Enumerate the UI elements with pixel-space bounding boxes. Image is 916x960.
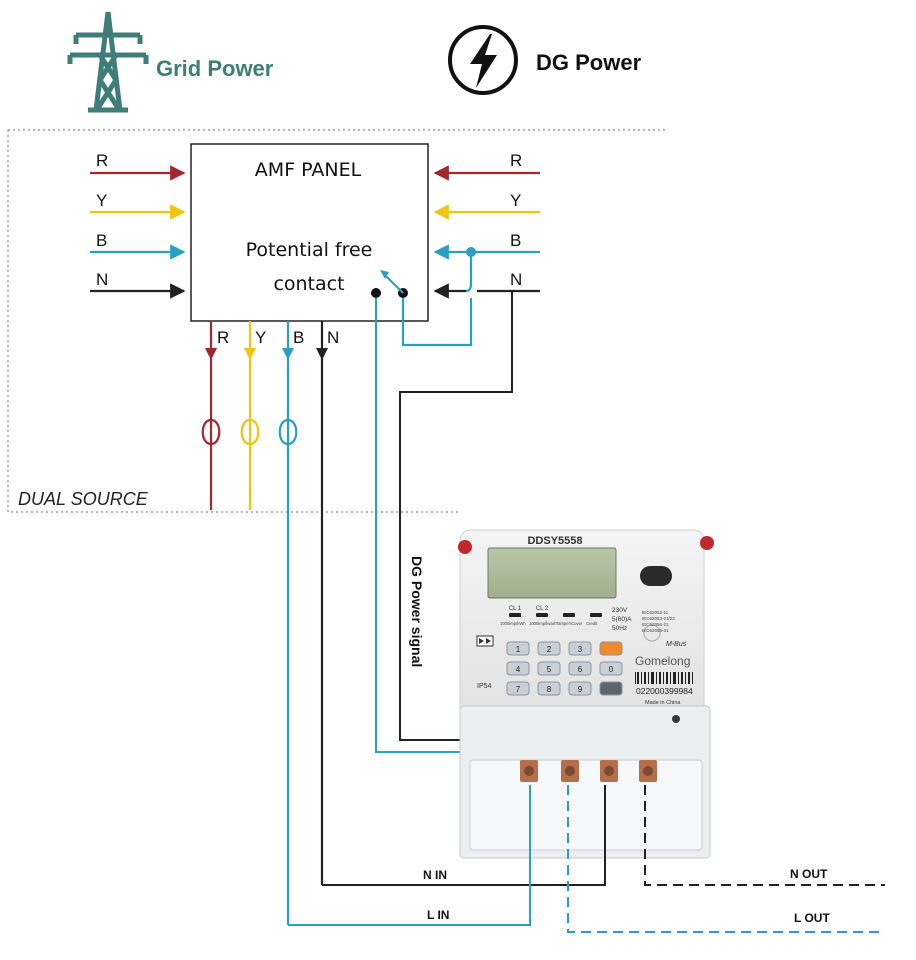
meter-key-label: 6 bbox=[578, 665, 583, 674]
meter-wires bbox=[288, 785, 885, 933]
meter-rating-3: 50Hz bbox=[612, 625, 627, 632]
grid-phase-n: N bbox=[96, 270, 108, 289]
seal-left-icon bbox=[458, 540, 472, 554]
panel-output-lines bbox=[205, 321, 328, 925]
meter-key[interactable]: 7 bbox=[506, 681, 530, 696]
meter-key[interactable]: 3 bbox=[568, 641, 592, 656]
dual-source-boundary bbox=[7, 129, 665, 513]
seal-right-icon bbox=[700, 536, 714, 550]
meter-serial: 022000399984 bbox=[636, 686, 693, 696]
meter-cl2: CL 2 bbox=[536, 606, 549, 612]
dg-phase-r: R bbox=[510, 151, 522, 170]
out-phase-n: N bbox=[327, 328, 339, 347]
meter-caption-3: Tamper/Cover bbox=[556, 621, 583, 626]
meter-screw-icon bbox=[672, 715, 680, 723]
l-out-label: L OUT bbox=[794, 911, 830, 925]
out-phase-r: R bbox=[217, 328, 229, 347]
meter-key[interactable] bbox=[599, 681, 623, 696]
grid-input-lines bbox=[90, 165, 186, 299]
meter-key[interactable]: 0 bbox=[599, 661, 623, 676]
dual-source-label: DUAL SOURCE bbox=[18, 489, 149, 509]
contact-label-line2: contact bbox=[273, 273, 344, 295]
meter-key[interactable]: 4 bbox=[506, 661, 530, 676]
dg-input-lines bbox=[401, 165, 540, 347]
meter-key-label: 5 bbox=[547, 665, 552, 674]
dg-signal-label: DG Power signal bbox=[409, 556, 425, 667]
meter-port-icon bbox=[643, 624, 661, 642]
ct-coils bbox=[201, 418, 298, 446]
meter-bus-label: M-Bus bbox=[666, 641, 687, 648]
meter-key[interactable]: 9 bbox=[568, 681, 592, 696]
meter-ip-label: IP54 bbox=[477, 683, 492, 690]
meter-rating-2: 5(60)A bbox=[612, 616, 632, 623]
meter-key-label: 4 bbox=[516, 665, 521, 674]
meter-caption-4: Credit bbox=[586, 621, 598, 626]
meter-cl1: CL 1 bbox=[509, 606, 522, 612]
meter-std-3: IEC62056-21 bbox=[642, 622, 669, 627]
meter-key-label: 0 bbox=[609, 665, 614, 674]
meter-key[interactable]: 6 bbox=[568, 661, 592, 676]
dg-phase-n: N bbox=[510, 270, 522, 289]
meter-caption-1: 1000imp/kWh bbox=[500, 621, 526, 626]
dg-phase-b: B bbox=[510, 231, 521, 250]
grid-phase-b: B bbox=[96, 231, 107, 250]
contact-label-line1: Potential free bbox=[246, 239, 373, 261]
meter-key-label: 3 bbox=[578, 645, 583, 654]
dg-power-label: DG Power bbox=[536, 50, 642, 75]
meter-key-label: 9 bbox=[578, 685, 583, 694]
out-phase-b: B bbox=[293, 328, 304, 347]
n-in-label: N IN bbox=[423, 868, 447, 882]
meter-brand: Gomelong bbox=[635, 654, 690, 668]
meter-lcd-display bbox=[487, 547, 617, 599]
meter-key[interactable]: 5 bbox=[537, 661, 561, 676]
meter-std-2: IEC62053-21/23 bbox=[642, 616, 675, 621]
meter-keypad: 1 2 3 4 5 6 0 7 8 9 bbox=[506, 641, 623, 696]
meter-std-1: IEC62052-11 bbox=[642, 610, 669, 615]
out-phase-y: Y bbox=[255, 328, 266, 347]
amf-panel-title: AMF PANEL bbox=[255, 159, 362, 181]
transmission-tower-icon bbox=[67, 11, 149, 113]
meter-terminals bbox=[520, 760, 657, 782]
meter-barcode bbox=[635, 672, 693, 684]
meter-std-4: IEC62055-31 bbox=[642, 628, 669, 633]
grid-phase-y: Y bbox=[96, 191, 107, 210]
meter-key[interactable]: 2 bbox=[537, 641, 561, 656]
meter-key-label: 2 bbox=[547, 645, 552, 654]
n-out-label: N OUT bbox=[790, 867, 828, 881]
meter-rating-1: 230V bbox=[612, 607, 628, 614]
dg-phase-y: Y bbox=[510, 191, 521, 210]
meter-key-label: 1 bbox=[516, 645, 521, 654]
meter-origin: Made in China bbox=[645, 700, 681, 706]
l-in-label: L IN bbox=[427, 908, 449, 922]
grid-power-label: Grid Power bbox=[156, 56, 274, 81]
meter-key[interactable]: 1 bbox=[506, 641, 530, 656]
meter-key-label: 8 bbox=[547, 685, 552, 694]
meter-caption-2: 1000imp/kvarh bbox=[529, 621, 557, 626]
meter-key[interactable] bbox=[599, 641, 623, 656]
meter-mid-icon bbox=[476, 635, 494, 647]
energy-meter: DDSY5558 CL 1 CL 2 1000imp/kWh 1000imp/k… bbox=[458, 529, 714, 859]
lightning-bolt-icon bbox=[448, 25, 518, 95]
meter-sensor-icon bbox=[640, 566, 672, 586]
meter-model: DDSY5558 bbox=[527, 535, 582, 547]
potential-free-contact bbox=[371, 270, 408, 298]
signal-wires bbox=[375, 291, 513, 753]
meter-key[interactable]: 8 bbox=[537, 681, 561, 696]
grid-phase-r: R bbox=[96, 151, 108, 170]
amf-panel bbox=[190, 143, 429, 322]
meter-key-label: 7 bbox=[516, 685, 521, 694]
